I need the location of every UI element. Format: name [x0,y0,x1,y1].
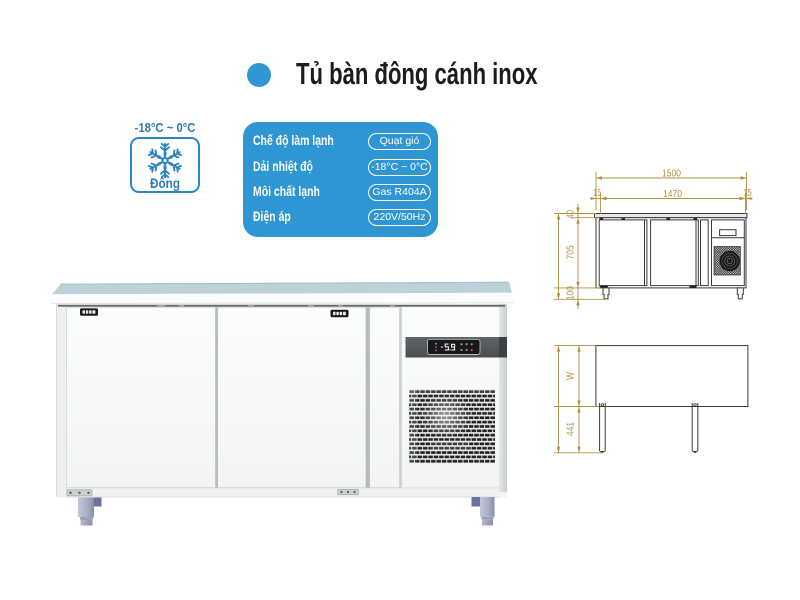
svg-text:W: W [565,372,576,380]
svg-text:15: 15 [593,187,601,198]
svg-text:441: 441 [565,422,576,436]
svg-text:40: 40 [564,210,575,219]
svg-text:1500: 1500 [662,168,681,179]
svg-text:1470: 1470 [663,188,682,199]
svg-text:15: 15 [744,187,752,198]
svg-text:100: 100 [565,286,576,300]
svg-text:705: 705 [565,245,576,259]
